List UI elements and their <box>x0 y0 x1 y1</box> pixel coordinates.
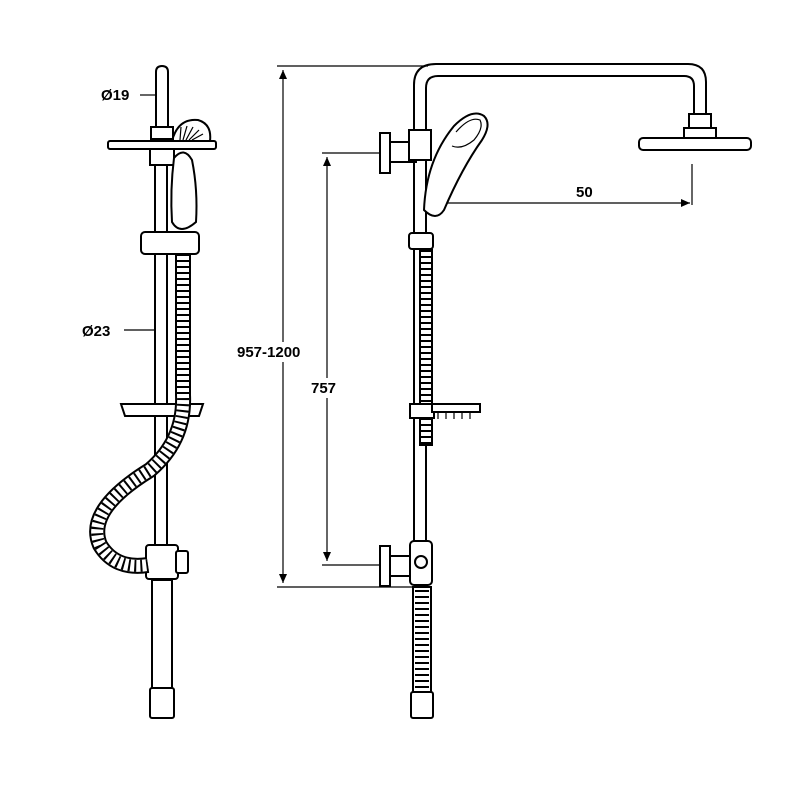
front-slider <box>408 232 434 250</box>
top-pipe <box>155 64 169 127</box>
hand-shower-face <box>451 118 482 148</box>
total-height-label-bg <box>236 342 318 362</box>
front-supply-hose <box>410 586 434 719</box>
diverter-knob <box>175 550 189 574</box>
total-height-label: 957-1200 <box>237 344 300 361</box>
head-plate <box>107 140 217 150</box>
rain-head-plate <box>638 137 752 151</box>
spacing-label: 757 <box>311 380 336 397</box>
supply-hose <box>151 579 173 689</box>
rail-diameter-label: Ø23 <box>82 323 110 340</box>
pipe-diameter-label: Ø19 <box>101 87 129 104</box>
front-view: 957-1200 757 50 <box>236 63 752 719</box>
head-dome <box>171 118 212 142</box>
upper-bracket-plate <box>379 132 391 174</box>
front-soap-dish-mount <box>409 403 435 419</box>
arm-outer <box>413 63 707 130</box>
slider-holder <box>140 231 200 255</box>
arm-reach-label: 50 <box>576 184 593 201</box>
rain-head-neck <box>683 127 717 139</box>
upper-bracket-collar <box>408 129 432 161</box>
hand-shower-front <box>422 112 489 217</box>
soap-dish-drain-slots-icon <box>437 412 471 419</box>
head-nozzles-icon <box>179 125 204 141</box>
hand-shower <box>170 151 198 230</box>
rain-head-connector <box>688 113 712 129</box>
diverter-front-knob <box>414 555 428 569</box>
diverter-body <box>145 544 179 580</box>
holder-block <box>149 148 175 166</box>
shower-hose <box>89 254 192 574</box>
head-joint <box>150 126 174 140</box>
lower-bracket-plate <box>379 545 391 587</box>
side-view: Ø19 Ø23 <box>82 64 217 719</box>
front-soap-dish <box>431 403 481 413</box>
arm-inner <box>425 75 695 130</box>
supply-hose-end <box>149 687 175 719</box>
spacing-label-bg <box>308 378 344 398</box>
